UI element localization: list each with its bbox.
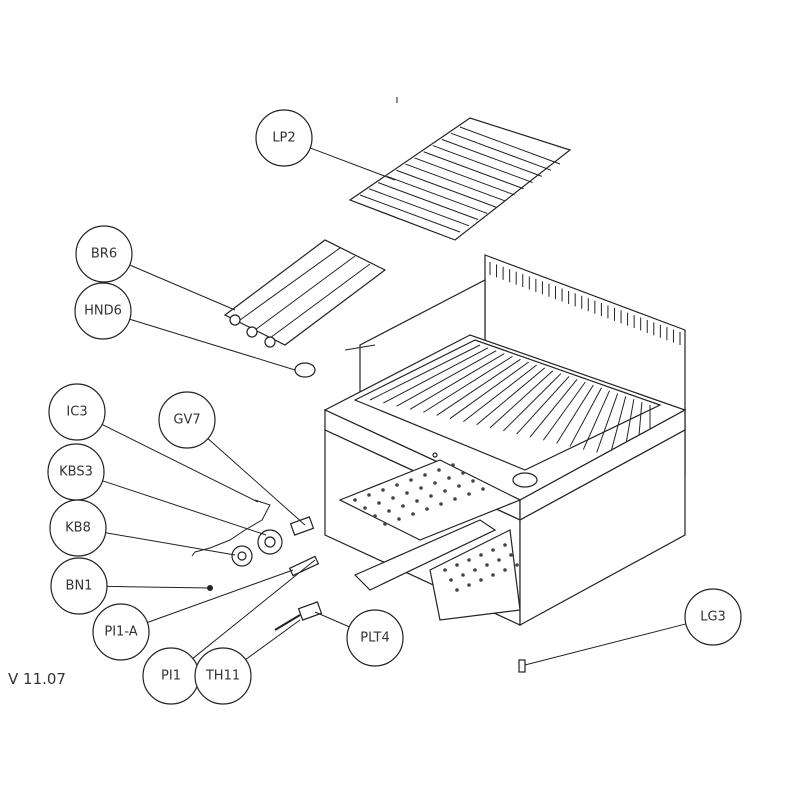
chargrill-body [323,254,687,627]
callout-circle [74,282,132,340]
callout-circle [684,588,742,646]
callout-kbs3: KBS3 [47,443,267,536]
small-parts [191,499,526,673]
callout-bn1: BN1 [50,557,211,615]
callout-label: PI1-A [104,625,137,640]
callout-label: KB8 [65,521,91,536]
callout-label: KBS3 [59,465,93,480]
leader-line [106,585,211,589]
callout-kb8: KB8 [49,499,236,557]
callout-gv7: GV7 [158,391,306,526]
callout-label: IC3 [66,405,87,420]
callout-label: PI1 [161,669,181,684]
callout-label: BN1 [66,579,93,594]
grate-lp2 [348,117,572,241]
callout-ic3: IC3 [48,383,259,503]
leader-line [192,559,316,659]
callout-label: LP2 [272,131,295,146]
handle-hnd6 [294,362,316,378]
callout-th11: TH11 [194,619,301,705]
leader-line [105,532,236,556]
callout-circle [50,557,108,615]
callout-circle [49,499,107,557]
callout-circle [48,383,106,441]
leader-line [245,619,301,660]
leader-line [524,623,686,666]
callout-circle [92,603,150,661]
burner-br6 [223,239,387,348]
callout-label: BR6 [91,247,117,262]
callout-pi1-a: PI1-A [92,569,294,661]
callout-circle [346,609,404,667]
callout-label: HND6 [84,304,122,319]
version-label: V 11.07 [8,670,66,688]
callout-plt4: PLT4 [314,609,404,667]
callout-label: GV7 [173,413,200,428]
callout-circle [158,391,216,449]
leader-line [207,438,306,526]
callout-circle [255,109,313,167]
callout-hnd6: HND6 [74,282,296,371]
callout-br6: BR6 [75,225,236,311]
callout-label: PLT4 [360,631,390,646]
leader-line [101,424,259,503]
callout-circle [75,225,133,283]
callout-lp2: LP2 [255,109,396,181]
callout-label: TH11 [205,669,240,684]
callout-label: LG3 [700,610,726,625]
callout-pi1: PI1 [142,559,316,705]
leader-line [102,480,267,536]
leader-line [147,569,294,623]
callout-circle [194,647,252,705]
leader-line [310,147,396,181]
callout-lg3: LG3 [524,588,742,666]
leader-line [129,264,236,311]
leader-line [129,318,296,371]
leader-line [314,611,350,628]
